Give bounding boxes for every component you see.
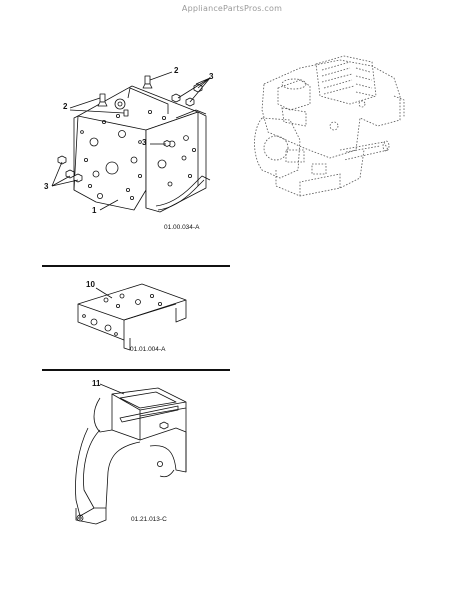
callout-3-mid: 3 bbox=[142, 138, 147, 147]
callout-3-left: 3 bbox=[44, 182, 49, 191]
watermark-text: AppliancePartsPros.com bbox=[181, 4, 283, 13]
figure-code-mid: 01.01.004-A bbox=[130, 346, 166, 353]
section-divider-1 bbox=[42, 265, 230, 267]
figure-code-top: 01.00.034-A bbox=[164, 224, 200, 231]
figure-code-bot: 01.21.013-C bbox=[131, 516, 167, 523]
callout-10: 10 bbox=[86, 280, 95, 289]
callout-3-right: 3 bbox=[209, 72, 214, 81]
callout-1: 1 bbox=[92, 206, 97, 215]
callout-2-top: 2 bbox=[174, 66, 179, 75]
callout-2-left: 2 bbox=[63, 102, 68, 111]
callout-11: 11 bbox=[92, 379, 101, 388]
section-divider-2 bbox=[42, 369, 230, 371]
